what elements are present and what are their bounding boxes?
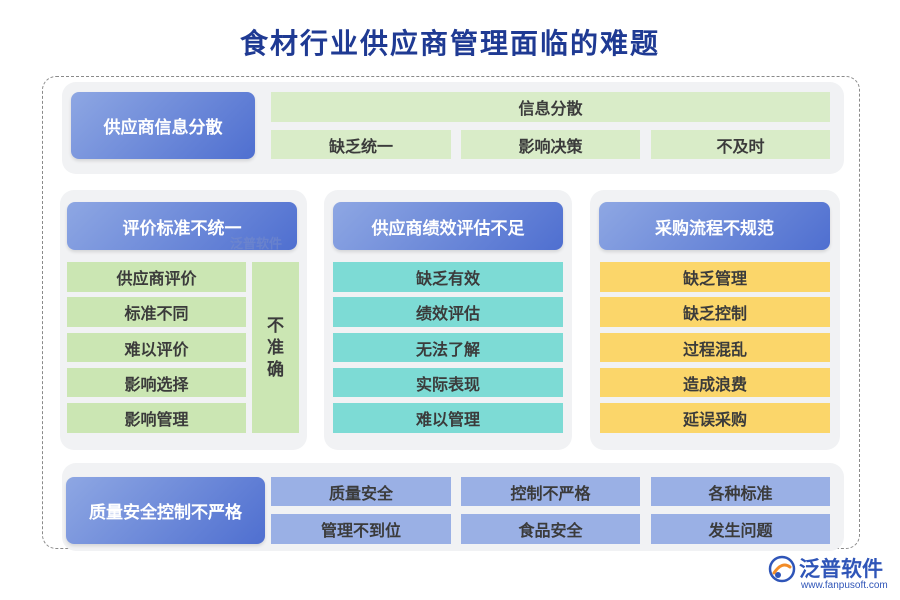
logo-url: www.fanpusoft.com bbox=[801, 580, 888, 591]
cell-various-standards: 各种标准 bbox=[651, 477, 830, 506]
cell-actual-perf: 实际表现 bbox=[333, 368, 563, 397]
cell-perf-eval: 绩效评估 bbox=[333, 297, 563, 327]
cell-not-timely: 不及时 bbox=[651, 130, 830, 159]
logo-icon bbox=[768, 555, 796, 583]
header-procurement: 采购流程不规范 bbox=[599, 202, 830, 250]
cell-quality-safety: 质量安全 bbox=[271, 477, 451, 506]
cell-lack-effective: 缺乏有效 bbox=[333, 262, 563, 292]
cell-supplier-eval: 供应商评价 bbox=[67, 262, 246, 292]
inaccurate-char-1: 不 bbox=[267, 315, 284, 336]
header-info-scattered: 供应商信息分散 bbox=[71, 92, 255, 159]
cell-affect-choice: 影响选择 bbox=[67, 368, 246, 397]
cell-lack-manage: 缺乏管理 bbox=[600, 262, 830, 292]
brand-logo: 泛普软件 www.fanpusoft.com bbox=[768, 553, 892, 595]
cell-hard-eval: 难以评价 bbox=[67, 333, 246, 362]
cell-hard-manage: 难以管理 bbox=[333, 403, 563, 433]
cell-affect-decision: 影响决策 bbox=[461, 130, 640, 159]
cell-cannot-know: 无法了解 bbox=[333, 333, 563, 362]
header-eval-standard: 评价标准不统一 bbox=[67, 202, 297, 250]
page-title: 食材行业供应商管理面临的难题 bbox=[239, 27, 660, 60]
cell-food-safety: 食品安全 bbox=[461, 514, 640, 544]
cell-standard-diff: 标准不同 bbox=[67, 297, 246, 327]
cell-problems-occur: 发生问题 bbox=[651, 514, 830, 544]
cell-info-scattered: 信息分散 bbox=[271, 92, 830, 122]
cell-cause-waste: 造成浪费 bbox=[600, 368, 830, 397]
cell-manage-inadequate: 管理不到位 bbox=[271, 514, 451, 544]
header-quality: 质量安全控制不严格 bbox=[66, 477, 265, 544]
cell-delay-purchase: 延误采购 bbox=[600, 403, 830, 433]
cell-affect-manage: 影响管理 bbox=[67, 403, 246, 433]
cell-lack-control: 缺乏控制 bbox=[600, 297, 830, 327]
cell-control-loose: 控制不严格 bbox=[461, 477, 640, 506]
cell-lack-unity: 缺乏统一 bbox=[271, 130, 451, 159]
header-performance: 供应商绩效评估不足 bbox=[333, 202, 563, 250]
cell-process-chaos: 过程混乱 bbox=[600, 333, 830, 362]
logo-name: 泛普软件 bbox=[799, 557, 883, 581]
inaccurate-char-2: 准 bbox=[267, 337, 284, 358]
cell-inaccurate: 不 准 确 bbox=[252, 262, 299, 433]
watermark-text: 泛普软件 bbox=[230, 237, 283, 252]
inaccurate-char-3: 确 bbox=[267, 359, 284, 380]
